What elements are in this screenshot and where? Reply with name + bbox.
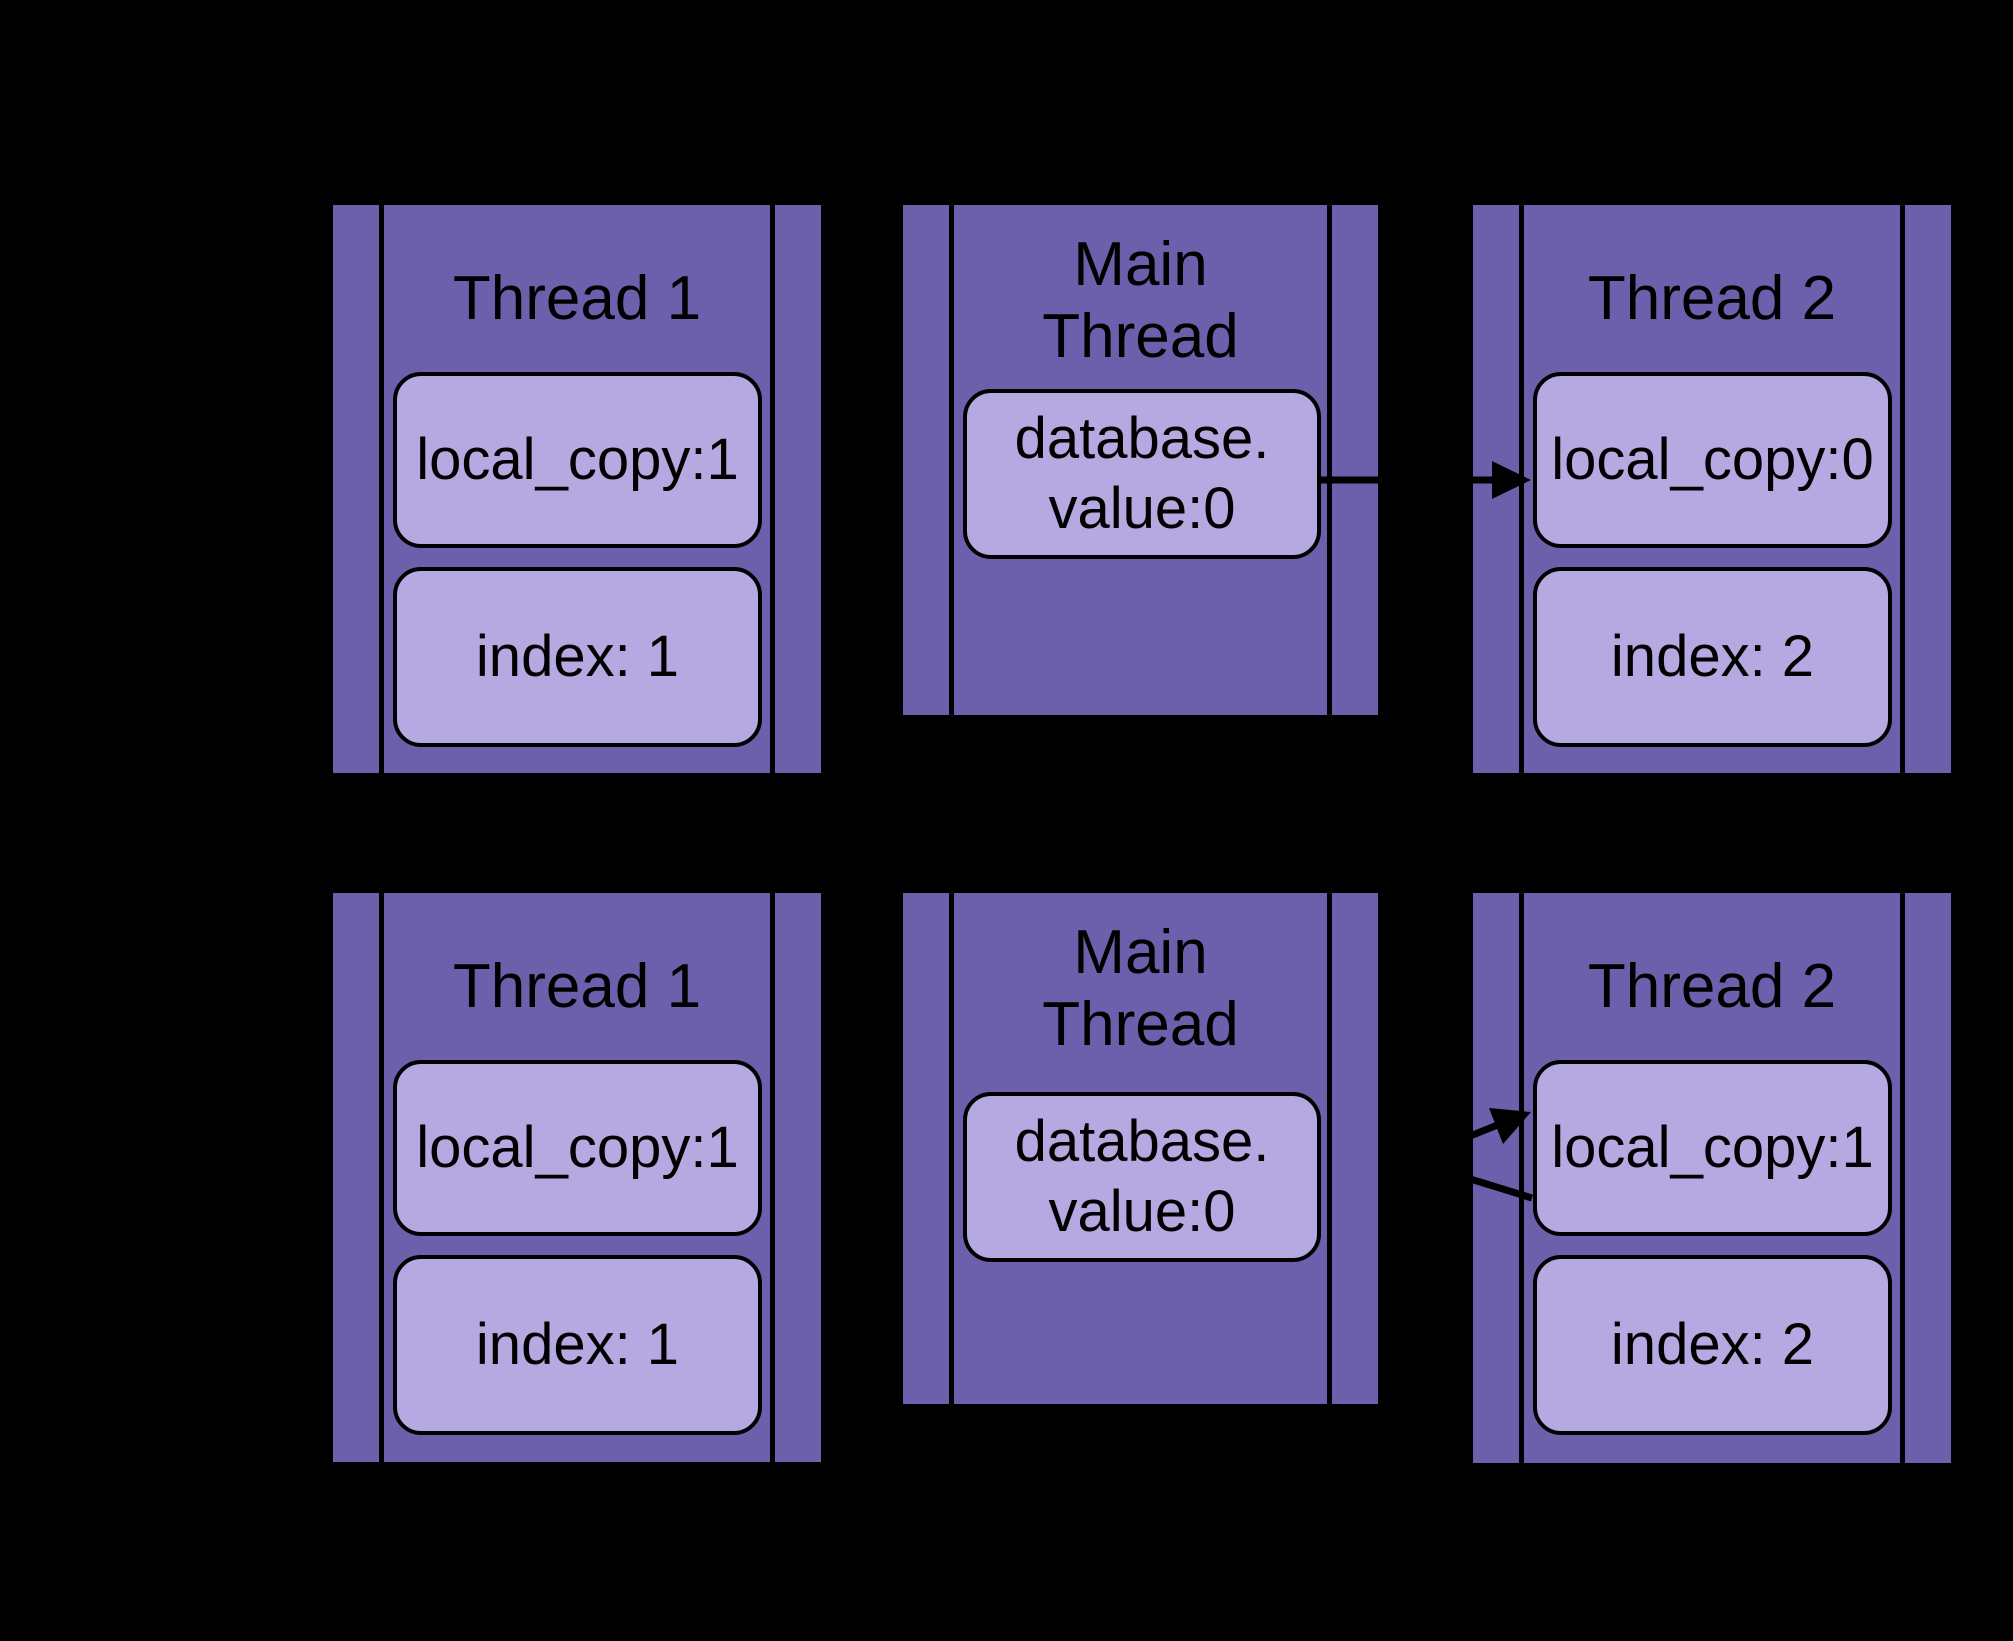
value-box-database: database.value:0	[963, 1092, 1321, 1262]
lane-divider-line	[1327, 205, 1332, 715]
arrow-into-local-copy	[1426, 1108, 1531, 1157]
lane-divider-line	[379, 205, 384, 773]
lane-title-line2: Thread	[1042, 990, 1239, 1059]
value-box-index: index: 1	[393, 1255, 762, 1435]
database-box-line1: database.	[1014, 1109, 1270, 1174]
lane-divider-line	[1900, 205, 1905, 773]
value-box-index: index: 1	[393, 567, 762, 747]
lane-divider-line	[1900, 893, 1905, 1463]
lane-divider-line	[770, 205, 775, 773]
lane-title: Thread 1	[452, 264, 702, 333]
swimlane-thread2-row1: Thread 2 local_copy:0 index: 2	[1473, 205, 1951, 773]
value-box-index: index: 2	[1533, 567, 1892, 747]
database-box-line1: database.	[1014, 406, 1270, 471]
database-box-line2: value:0	[1048, 476, 1236, 541]
value-box-local-copy: local_copy:1	[1533, 1060, 1892, 1236]
value-box-database: database.value:0	[963, 389, 1321, 559]
line-from-local-copy	[1426, 1162, 1534, 1202]
database-box-line2: value:0	[1048, 1179, 1236, 1244]
value-box-local-copy: local_copy:1	[393, 372, 762, 548]
value-box-index: index: 2	[1533, 1255, 1892, 1435]
lane-title-line1: Main	[1073, 918, 1208, 987]
lane-divider-line	[949, 205, 954, 715]
lane-title-line2: Thread	[1042, 302, 1239, 371]
lane-title: Thread 1	[452, 952, 702, 1021]
lane-divider-line	[1327, 893, 1332, 1404]
lane-divider-line	[949, 893, 954, 1404]
swimlane-thread1-row1: Thread 1 local_copy:1 index: 1	[333, 205, 821, 773]
lane-divider-line	[1519, 205, 1524, 773]
lane-divider-line	[770, 893, 775, 1462]
lane-title: Thread 2	[1587, 952, 1837, 1021]
lane-divider-line	[1519, 893, 1524, 1463]
value-box-local-copy: local_copy:0	[1533, 372, 1892, 548]
value-box-local-copy: local_copy:1	[393, 1060, 762, 1236]
arrow-database-to-local-copy	[1320, 461, 1531, 499]
swimlane-thread2-row2: Thread 2 local_copy:1 index: 2	[1473, 893, 1951, 1463]
lane-title-line1: Main	[1073, 230, 1208, 299]
lane-divider-line	[379, 893, 384, 1462]
lane-title: Thread 2	[1587, 264, 1837, 333]
swimlane-thread1-row2: Thread 1 local_copy:1 index: 1	[333, 893, 821, 1462]
